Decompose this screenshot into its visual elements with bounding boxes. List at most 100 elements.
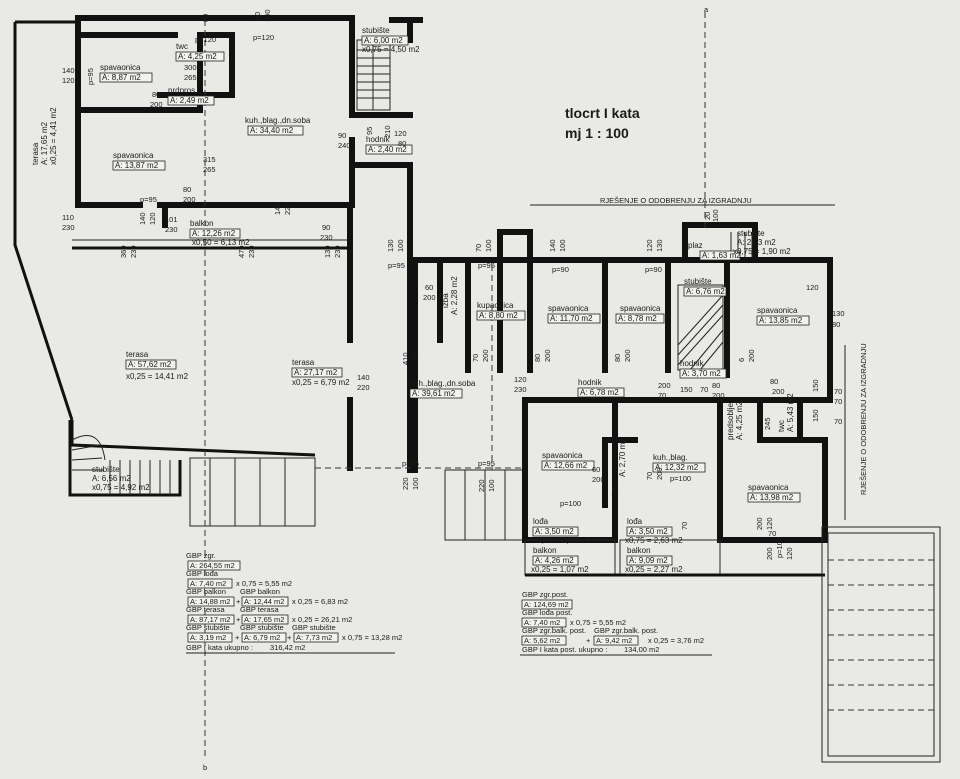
dim-label: 150 [811,379,820,392]
dim-label: 80 [152,90,160,99]
dim-label: 80 [253,12,262,20]
dim-label: 200 [592,475,605,484]
summary-calc: x 0,75 = 13,28 m2 [342,633,402,642]
stair-right [677,232,753,371]
dim-label: 100 [411,477,420,490]
room-name: stubište [362,26,390,35]
summary-label: GBP stubište [240,623,284,632]
dim-label: p=95 [140,195,157,204]
dim-label: 200 [183,195,196,204]
dim-label: 140 [138,212,147,225]
room-name: lođa [627,517,643,526]
room-area: A: 6,00 m2 [364,36,403,45]
dim-label: p=95 [478,261,495,270]
room-area: A: 2,70 m2 [618,438,627,477]
room-area: A: 4,25 m2 [178,52,217,61]
room-area: A: 2,53 m2 [737,238,776,247]
room-name: plaz [688,241,703,250]
dim-label: 70 [834,417,842,426]
summary-label: GBP zgr. [186,551,216,560]
dim-label: 150 [680,385,693,394]
room-area: A: 1,63 m2 [702,251,741,260]
room-area: A: 34,40 m2 [250,126,294,135]
dim-label: 130 [323,245,332,258]
summary-value: A: 14,88 m2 [190,597,230,606]
room-area: A: 4,25 m2 [735,401,744,440]
room-area: A: 57,62 m2 [128,360,172,369]
room-area-extra: x0,25 = 2,27 m2 [625,565,683,574]
room-area: A: 13,87 m2 [115,161,159,170]
room-area: A: 3,50 m2 [535,527,574,536]
summary-plus: + [236,615,241,624]
summary-label: GBP stubište [292,623,336,632]
stair-top [357,40,390,110]
room-area: A: 6,76 m2 [686,287,725,296]
room-name: twc [777,420,786,432]
dim-label: 120 [806,283,819,292]
dim-label: 200 [712,391,725,400]
room-name: izba [441,293,450,308]
dim-label: p=95 [86,68,95,85]
dim-label: 80 [183,185,191,194]
dim-label: 70 [645,472,654,480]
dim-label: 70 [471,354,480,362]
room-name: kuh.,blag. [653,453,688,462]
summary-label: GBP balkon [186,587,226,596]
summary-value: A: 5,62 m2 [524,636,560,645]
dim-label: 120 [148,212,157,225]
room-name: balkon [190,219,214,228]
axis-label-a: a [704,5,709,14]
dim-label: 300 [184,63,197,72]
room-name: spavaonica [620,304,661,313]
room-area: A: 4,26 m2 [535,556,574,565]
dim-label: 120 [394,129,407,138]
plan-scale: mj 1 : 100 [565,125,629,141]
dim-label: 140 [548,239,557,252]
dim-label: p=100 [775,537,784,558]
room-area: A: 9,09 m2 [629,556,668,565]
summary-value: A: 124,69 m2 [524,600,569,609]
dim-label: p=95 [388,261,405,270]
dim-label: 130 [386,239,395,252]
dim-label: p=95 [402,459,419,468]
room-area: A: 12,32 m2 [655,463,699,472]
dim-label: 100 [484,239,493,252]
summary-value: A: 7,40 m2 [524,618,560,627]
dim-label: 130 [655,239,664,252]
summary-value: A: 12,44 m2 [244,597,284,606]
summary-plus: + [236,597,241,606]
dim-label: 100 [263,9,272,22]
summary-calc: x 0,75 = 5,55 m2 [570,618,626,627]
room-name: predsoblje [726,403,735,440]
dim-label: 200 [747,349,756,362]
dim-label: 360 [119,245,128,258]
dim-label: 80 [201,14,210,22]
lower-outline [189,457,526,541]
summary-plus: + [235,633,240,642]
dim-label: 470 [237,245,246,258]
room-name: hodnik [680,359,705,368]
dim-label: p=95 [478,459,495,468]
room-area: A: 13,98 m2 [750,493,794,502]
dim-label: 220 [477,479,486,492]
dim-label: 230 [320,233,333,242]
room-name: twc [176,42,188,51]
area-summary-right: GBP zgr.post. A: 124,69 m2 GBP lođa post… [520,590,712,656]
dim-label: 80 [832,320,840,329]
dim-label: 6 [737,358,746,362]
dim-label: 265 [184,73,197,82]
room-area: A: 2,28 m2 [450,276,459,315]
room-area: A: 11,70 m2 [550,314,593,323]
right-building-walls [407,222,833,577]
summary-value: A: 264,55 m2 [190,561,235,570]
title-block: tlocrt I kata mj 1 : 100 RJEŠENJE O ODOB… [203,5,868,772]
dim-label: 200 [481,349,490,362]
room-name: kuh.,blag.,dn.soba [245,116,311,125]
room-area: A: 39,61 m2 [412,389,456,398]
dim-label: 110 [62,213,74,222]
dim-label: 200 [623,349,632,362]
dim-label: 200 [543,349,552,362]
